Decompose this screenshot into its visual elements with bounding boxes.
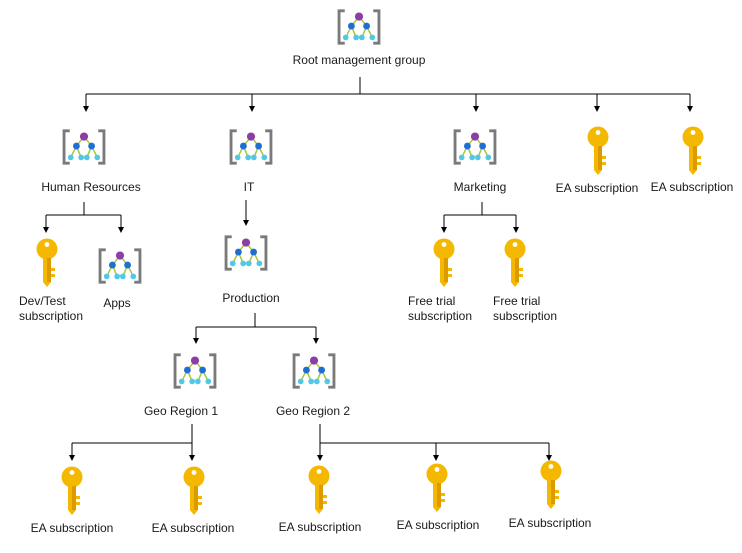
node-label: EA subscription (397, 518, 480, 532)
management-group-icon (173, 353, 217, 389)
node-label-line-1: Free trial (493, 294, 540, 308)
subscription-key-icon (433, 238, 455, 287)
node-human-resources[interactable]: Human Resources (41, 129, 141, 194)
subscription-key-icon (308, 465, 330, 514)
node-label: Root management group (293, 53, 426, 67)
management-group-icon (337, 9, 381, 45)
node-it[interactable]: IT (229, 129, 273, 194)
node-ea-subscription-root-1[interactable]: EA subscription (556, 126, 639, 196)
management-group-icon (229, 129, 273, 165)
subscription-key-icon (36, 238, 58, 287)
subscription-key-icon (682, 126, 704, 175)
node-label-line-1: Dev/Test (19, 294, 66, 308)
management-group-icon (453, 129, 497, 165)
node-label-line-2: subscription (19, 309, 83, 323)
node-free-trial-subscription-1[interactable]: Free trial subscription (408, 238, 472, 324)
node-ea-subscription-geo2-a[interactable]: EA subscription (279, 465, 362, 535)
node-label: Geo Region 1 (144, 404, 218, 418)
management-group-icon (62, 129, 106, 165)
node-label: EA subscription (509, 516, 592, 530)
node-label: Human Resources (41, 180, 140, 194)
node-ea-subscription-geo2-b[interactable]: EA subscription (397, 463, 480, 533)
node-apps[interactable]: Apps (98, 248, 142, 310)
node-ea-subscription-geo1-a[interactable]: EA subscription (31, 466, 114, 536)
node-label: Marketing (454, 180, 507, 194)
node-root[interactable]: Root management group (293, 9, 426, 67)
node-ea-subscription-geo2-c[interactable]: EA subscription (509, 460, 592, 531)
node-ea-subscription-geo1-b[interactable]: EA subscription (152, 466, 235, 536)
node-label-line-1: Free trial (408, 294, 455, 308)
subscription-key-icon (183, 466, 205, 515)
node-ea-subscription-root-2[interactable]: EA subscription (651, 126, 734, 195)
node-label: EA subscription (651, 180, 734, 194)
node-label: EA subscription (152, 521, 235, 535)
subscription-key-icon (504, 238, 526, 287)
node-label-line-2: subscription (408, 309, 472, 323)
node-label: Apps (103, 296, 130, 310)
node-label-line-2: subscription (493, 309, 557, 323)
subscription-key-icon (540, 460, 562, 509)
subscription-key-icon (426, 463, 448, 512)
management-group-icon (224, 235, 268, 271)
connectors (43, 77, 693, 461)
node-geo-region-2[interactable]: Geo Region 2 (276, 353, 350, 418)
node-marketing[interactable]: Marketing (453, 129, 507, 194)
node-label: EA subscription (279, 520, 362, 534)
node-label: EA subscription (556, 181, 639, 195)
node-devtest-subscription[interactable]: Dev/Test subscription (19, 238, 83, 324)
node-free-trial-subscription-2[interactable]: Free trial subscription (493, 238, 557, 324)
node-label: Production (222, 291, 279, 305)
node-label: Geo Region 2 (276, 404, 350, 418)
management-group-icon (98, 248, 142, 284)
node-geo-region-1[interactable]: Geo Region 1 (144, 353, 218, 418)
subscription-key-icon (587, 126, 609, 175)
management-group-icon (292, 353, 336, 389)
node-production[interactable]: Production (222, 235, 280, 305)
node-label: IT (244, 180, 255, 194)
subscription-key-icon (61, 466, 83, 515)
node-label: EA subscription (31, 521, 114, 535)
